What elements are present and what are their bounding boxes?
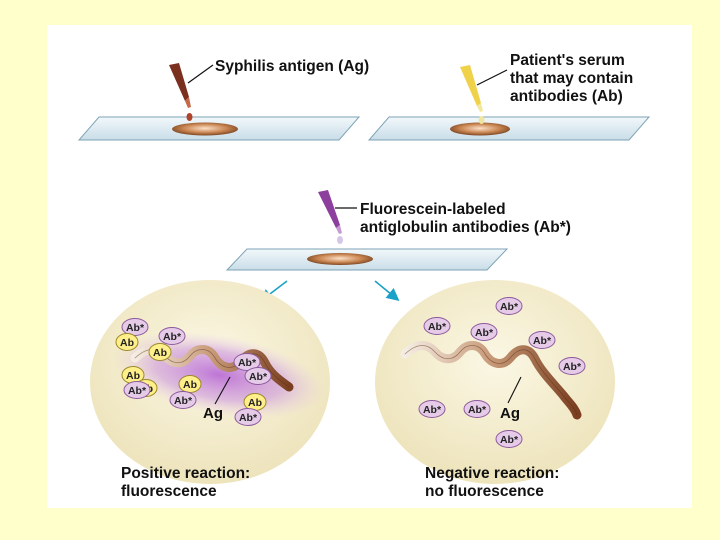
antigen-label-pointer	[187, 64, 214, 84]
labeled-antibody-bubble: Ab*	[528, 331, 556, 349]
labeled-antibody-bubble: Ab*	[495, 297, 523, 315]
bubble-label: Ab*	[249, 371, 268, 383]
arrow-to-negative-icon	[374, 280, 400, 302]
diagram-panel: Syphilis antigen (Ag) Patient's serum th…	[47, 25, 692, 508]
serum-well	[450, 122, 510, 136]
bubble-label: Ab	[120, 337, 134, 349]
bubble-label: Ab*	[500, 301, 519, 313]
bubble-label: Ab*	[239, 412, 258, 424]
bubble-label: Ab*	[500, 434, 519, 446]
bubble-label: Ab*	[423, 404, 442, 416]
bubble-label: Ab*	[533, 335, 552, 347]
labeled-antibody-bubble: Ab*	[423, 317, 451, 335]
labeled-antibody-bubble: Ab*	[495, 430, 523, 448]
bubble-label: Ab*	[428, 321, 447, 333]
negative-circle	[375, 280, 615, 484]
labeled-antibody-bubble: Ab*	[158, 327, 186, 345]
reagent-label: Fluorescein-labeled antiglobulin antibod…	[360, 201, 571, 236]
bubble-label: Ab	[153, 347, 167, 359]
bubble-label: Ab*	[174, 395, 193, 407]
antibody-bubble: Ab	[148, 343, 172, 361]
labeled-antibody-bubble: Ab*	[418, 400, 446, 418]
antigen-well	[172, 122, 238, 136]
antigen-pipette-icon	[169, 63, 193, 121]
reagent-well	[307, 253, 373, 265]
negative-ag-pointer	[507, 376, 522, 404]
fta-abs-diagram: Syphilis antigen (Ag) Patient's serum th…	[77, 52, 651, 500]
serum-label-pointer	[476, 69, 508, 86]
labeled-antibody-bubble: Ab*	[558, 357, 586, 375]
antigen-label: Syphilis antigen (Ag)	[215, 58, 369, 75]
bubble-label: Ab*	[128, 385, 147, 397]
negative-ag-label: Ag	[500, 405, 520, 422]
bubble-label: Ab	[248, 397, 262, 409]
positive-ag-label: Ag	[203, 405, 223, 422]
reagent-pipette-icon	[318, 190, 343, 244]
serum-slide-group: Patient's serum that may contain antibod…	[367, 52, 651, 141]
positive-caption: Positive reaction: fluorescence	[121, 465, 255, 500]
labeled-antibody-bubble: Ab*	[123, 381, 151, 399]
antibody-bubble: Ab	[243, 393, 267, 411]
labeled-antibody-bubble: Ab*	[463, 400, 491, 418]
serum-pipette-icon	[460, 65, 485, 124]
reagent-slide-group: Fluorescein-labeled antiglobulin antibod…	[225, 190, 571, 271]
antibody-bubble: Ab	[115, 333, 139, 351]
bubble-label: Ab	[126, 370, 140, 382]
labeled-antibody-bubble: Ab*	[234, 408, 262, 426]
bubble-label: Ab*	[563, 361, 582, 373]
serum-label: Patient's serum that may contain antibod…	[510, 52, 637, 105]
negative-caption: Negative reaction: no fluorescence	[425, 465, 564, 500]
antigen-slide-group: Syphilis antigen (Ag)	[77, 58, 369, 141]
labeled-antibody-bubble: Ab*	[169, 391, 197, 409]
positive-ag-pointer	[214, 376, 231, 405]
bubble-label: Ab*	[475, 327, 494, 339]
labeled-antibody-bubble: Ab*	[121, 318, 149, 336]
negative-reaction-view: Ag Ab* Ab* Ab* Ab* Ab* Ab* Ab* Ab* Negative rea…	[375, 280, 615, 500]
labeled-antibody-bubble: Ab*	[233, 353, 261, 371]
labeled-antibody-bubble: Ab*	[244, 367, 272, 385]
bubble-label: Ab*	[126, 322, 145, 334]
labeled-antibody-bubble: Ab*	[470, 323, 498, 341]
bubble-label: Ab*	[468, 404, 487, 416]
bubble-label: Ab	[183, 379, 197, 391]
bubble-label: Ab*	[163, 331, 182, 343]
antibody-bubble: Ab	[178, 375, 202, 393]
bubble-label: Ab*	[238, 357, 257, 369]
